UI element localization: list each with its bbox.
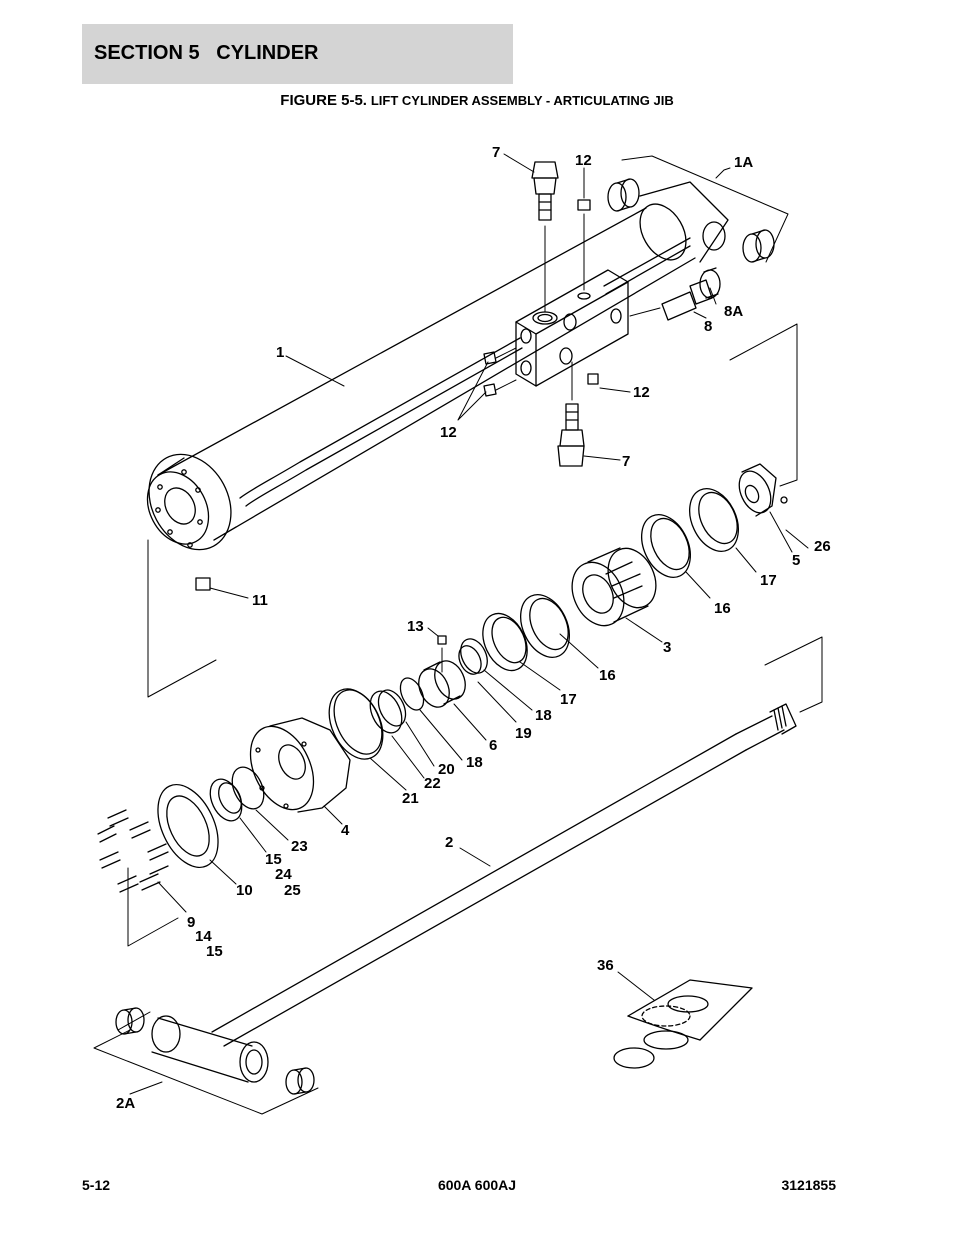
seal-17 <box>482 488 739 672</box>
spacer-6 <box>418 635 466 708</box>
cartridge-valve-8 <box>629 267 721 321</box>
document-number: 3121855 <box>781 1177 836 1193</box>
piston-rod-2 <box>211 703 797 1047</box>
head-4 <box>249 717 351 813</box>
page-number: 5-12 <box>82 1177 111 1193</box>
piston-3 <box>571 547 657 627</box>
wear-ring-16 <box>520 514 691 658</box>
callout-36: 36 <box>597 957 614 974</box>
callout-3: 3 <box>663 639 671 656</box>
callout-22: 22 <box>424 775 441 792</box>
callout-14: 14 <box>195 928 212 945</box>
callout-labels: 7 12 1A 8A 8 1 12 12 7 26 5 17 16 3 11 1… <box>116 144 831 1112</box>
callout-8: 8 <box>704 318 712 335</box>
figure-caption: FIGURE 5-5. LIFT CYLINDER ASSEMBLY - ART… <box>0 92 954 109</box>
cylinder-barrel <box>146 181 729 551</box>
callout-15: 15 <box>265 851 282 868</box>
o-rings-18-19 <box>458 638 488 675</box>
callout-25: 25 <box>284 882 301 899</box>
callout-16: 16 <box>599 667 616 684</box>
callout-16: 16 <box>714 600 731 617</box>
seals-20-22 <box>328 677 425 760</box>
callout-2a: 2A <box>116 1095 135 1112</box>
callout-18: 18 <box>466 754 483 771</box>
fitting-7-bottom <box>557 361 585 467</box>
figure-number: FIGURE 5-5. <box>280 92 367 109</box>
callout-8a: 8A <box>724 303 743 320</box>
callout-7: 7 <box>492 144 500 161</box>
section-banner: SECTION 5 CYLINDER <box>82 24 513 84</box>
guide-lines <box>93 155 823 1115</box>
figure-title: LIFT CYLINDER ASSEMBLY - ARTICULATING JI… <box>370 93 674 108</box>
callout-5: 5 <box>792 552 800 569</box>
callout-1: 1 <box>276 344 284 361</box>
callout-12: 12 <box>575 152 592 169</box>
callout-19: 19 <box>515 725 532 742</box>
callout-15: 15 <box>206 943 223 960</box>
callout-21: 21 <box>402 790 419 807</box>
lock-nut-5 <box>738 463 788 517</box>
model-label: 600A 600AJ <box>437 1177 517 1193</box>
seal-kit-36 <box>613 979 753 1069</box>
callout-20: 20 <box>438 761 455 778</box>
callout-9: 9 <box>187 914 195 931</box>
callout-11: 11 <box>252 592 268 609</box>
bolts-9 <box>97 809 169 893</box>
callout-26: 26 <box>814 538 831 555</box>
bushing-1a <box>607 178 775 263</box>
callout-2: 2 <box>445 834 453 851</box>
callout-17: 17 <box>560 691 577 708</box>
callout-10: 10 <box>236 882 253 899</box>
plug-11 <box>195 577 211 591</box>
callout-6: 6 <box>489 737 497 754</box>
valve-block <box>515 269 629 387</box>
fitting-7-top <box>531 161 559 313</box>
callout-18: 18 <box>535 707 552 724</box>
callout-17: 17 <box>760 572 777 589</box>
callout-4: 4 <box>341 822 350 839</box>
callout-7: 7 <box>622 453 630 470</box>
callout-1a: 1A <box>734 154 753 171</box>
callout-12: 12 <box>633 384 650 401</box>
callout-13: 13 <box>407 618 424 635</box>
seals-15-23 <box>209 766 265 822</box>
callout-24: 24 <box>275 866 292 883</box>
callout-12: 12 <box>440 424 457 441</box>
cap-plate-10 <box>157 783 219 869</box>
callout-23: 23 <box>291 838 308 855</box>
plug-12 <box>483 199 599 397</box>
rod-eye-2a <box>115 1007 315 1095</box>
section-title: SECTION 5 CYLINDER <box>94 42 319 64</box>
leader-lines <box>129 153 809 1095</box>
